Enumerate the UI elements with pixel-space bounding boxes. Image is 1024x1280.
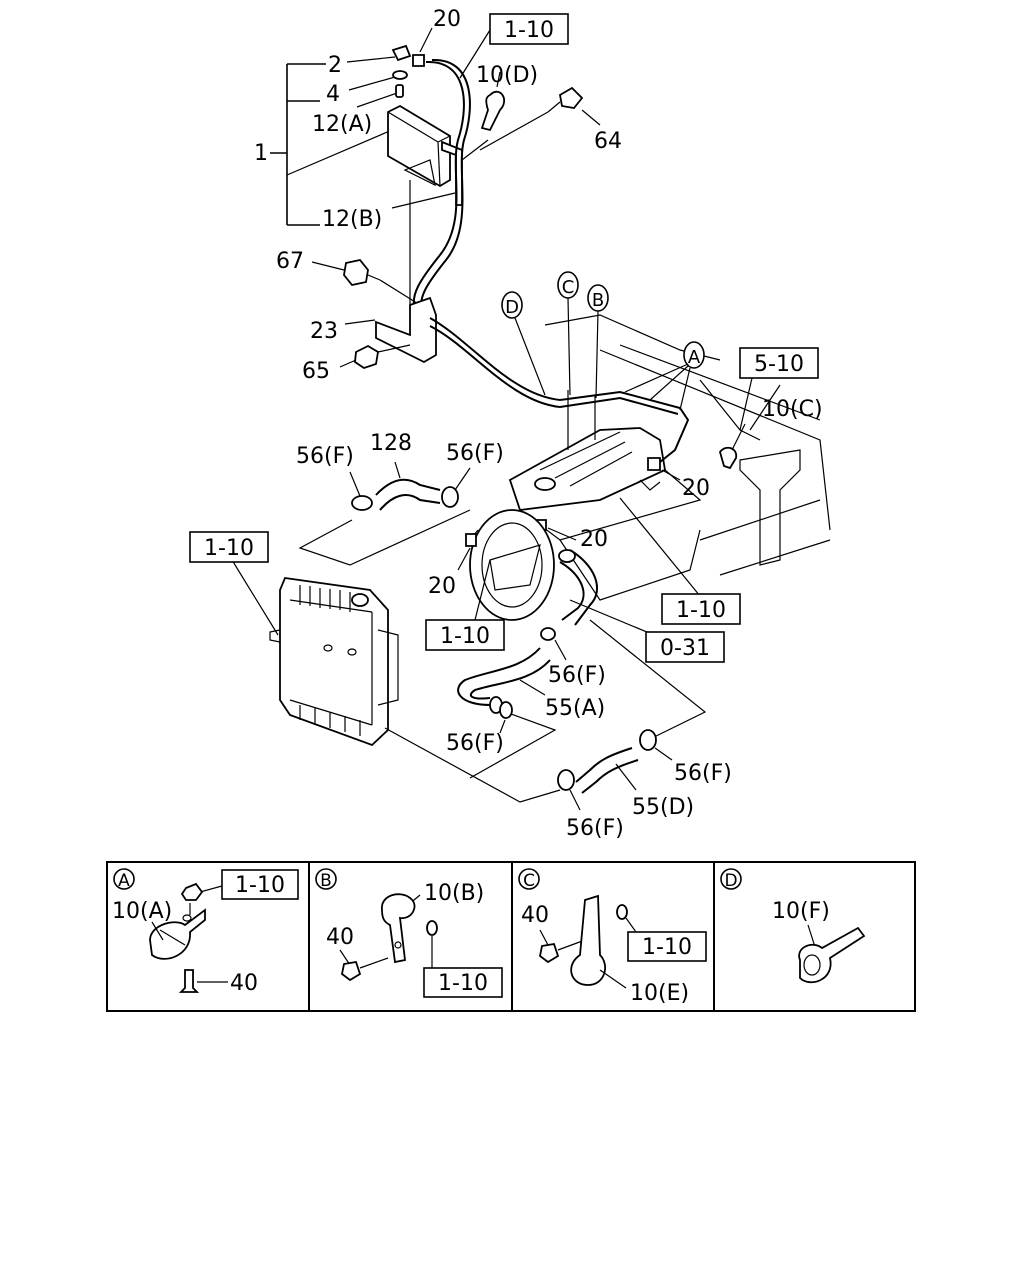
callout-12a: 12(A): [312, 112, 372, 137]
callout-20-mid: 20: [580, 527, 608, 552]
ref-box-left: 1-10: [204, 536, 254, 561]
marker-d: D: [505, 297, 519, 318]
callout-10c: 10(C): [762, 397, 823, 422]
detail-b-label-10b: 10(B): [424, 881, 484, 906]
detail-a-marker: A: [118, 871, 130, 891]
detail-a: A 1-10 10(A) 40: [112, 868, 299, 996]
ref-box-5-10: 5-10: [754, 352, 804, 377]
detail-c-label-40: 40: [521, 903, 549, 928]
detail-b-marker: B: [320, 871, 332, 891]
callout-55d: 55(D): [632, 795, 694, 820]
callout-12b: 12(B): [322, 207, 382, 232]
marker-c: C: [562, 277, 575, 298]
ref-box-engine: 1-10: [676, 598, 726, 623]
detail-c-marker: C: [523, 871, 535, 891]
callout-23: 23: [310, 319, 338, 344]
callout-2: 2: [328, 53, 342, 78]
callout-67: 67: [276, 249, 304, 274]
detail-a-label-10a: 10(A): [112, 899, 172, 924]
callout-10d: 10(D): [476, 63, 538, 88]
bracket-23-assembly: [311, 259, 437, 369]
callout-64: 64: [594, 129, 622, 154]
detail-c-ref: 1-10: [642, 935, 692, 960]
detail-markers: C B D A: [501, 271, 705, 411]
callout-4: 4: [326, 82, 340, 107]
reservoir-tank-assembly: [270, 27, 601, 313]
upper-hose-and-fan: [298, 461, 599, 626]
callout-20-right: 20: [682, 476, 710, 501]
callout-128: 128: [370, 431, 412, 456]
ref-box-top: 1-10: [504, 18, 554, 43]
callout-labels: 20 2 10(D) 4 12(A) 64 1 12(B) 67 23 65 1…: [254, 7, 823, 841]
detail-a-ref: 1-10: [235, 873, 285, 898]
detail-d: D 10(F): [720, 868, 866, 984]
callout-20-top: 20: [433, 7, 461, 32]
detail-d-label-10f: 10(F): [772, 899, 830, 924]
detail-panels: A 1-10 10(A) 40 B 10(B) 1-10: [106, 861, 916, 1012]
callout-65: 65: [302, 359, 330, 384]
lower-hoses: [457, 619, 707, 811]
detail-a-label-40: 40: [230, 971, 258, 996]
callout-20-fan: 20: [428, 574, 456, 599]
detail-d-marker: D: [724, 871, 737, 891]
callout-56f-1: 56(F): [296, 444, 354, 469]
marker-b: B: [592, 290, 604, 311]
callout-1: 1: [254, 141, 268, 166]
callout-55a: 55(A): [545, 696, 605, 721]
detail-b-label-40: 40: [326, 925, 354, 950]
callout-56f-5: 56(F): [674, 761, 732, 786]
ref-box-0-31: 0-31: [660, 636, 710, 661]
detail-c-label-10e: 10(E): [630, 981, 689, 1006]
detail-b-ref: 1-10: [438, 971, 488, 996]
detail-c: C 40 1-10 10(E): [518, 868, 707, 1006]
reference-boxes: 1-10 5-10 1-10 1-10 1-10 0-31: [189, 13, 819, 663]
callout-56f-3: 56(F): [548, 663, 606, 688]
detail-b: B 10(B) 1-10 40: [315, 868, 503, 998]
ref-box-fan: 1-10: [440, 624, 490, 649]
radiator: [231, 559, 561, 803]
callout-56f-2: 56(F): [446, 441, 504, 466]
callout-56f-4: 56(F): [446, 731, 504, 756]
callout-56f-6: 56(F): [566, 816, 624, 841]
marker-a: A: [688, 347, 701, 368]
